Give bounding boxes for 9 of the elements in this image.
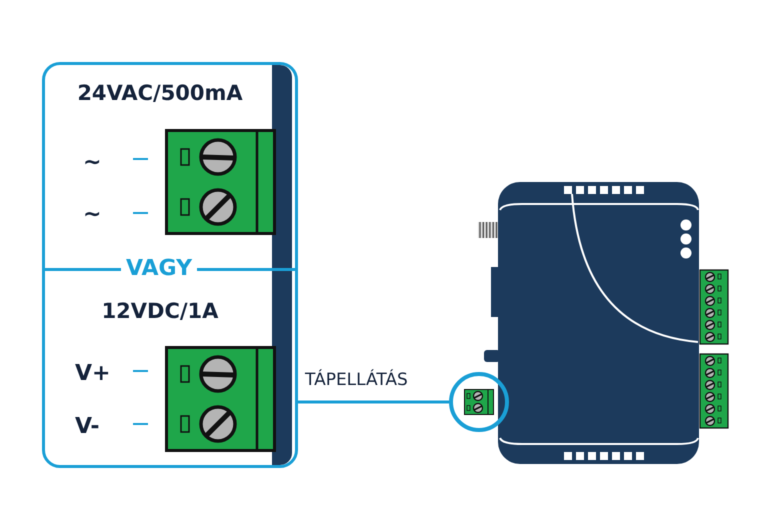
pin-label: V+: [75, 362, 110, 386]
callout-panel: [42, 62, 298, 468]
connector-line: [298, 400, 449, 404]
pin-label: V-: [75, 415, 100, 439]
pin-label: ~: [83, 151, 102, 175]
heading: 12VDC/1A: [100, 299, 220, 323]
magnifier-circle: [449, 372, 509, 432]
heading: 24VAC/500mA: [76, 81, 244, 105]
pin-label: ~: [83, 203, 102, 227]
